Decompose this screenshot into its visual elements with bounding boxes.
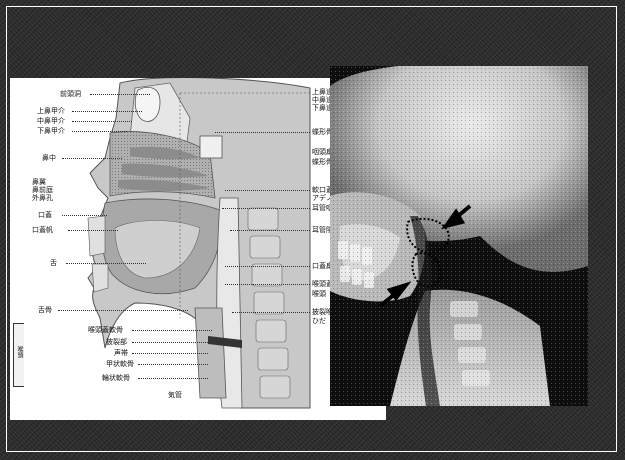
label-arytenoid: 披裂部	[106, 338, 127, 346]
label-inferior-concha: 下鼻甲介	[37, 127, 65, 135]
leader-line	[222, 208, 310, 209]
larynx-bracket: 喉頭	[13, 323, 24, 387]
label-superior-concha: 上鼻甲介	[37, 107, 65, 115]
leader-line	[215, 132, 310, 133]
label-nasal-septum: 鼻中	[42, 154, 56, 162]
leader-line	[58, 310, 188, 311]
leader-line	[90, 94, 150, 95]
label-middle-concha: 中鼻甲介	[37, 117, 65, 125]
label-cricoid-cartilage: 輪状軟骨	[102, 374, 130, 382]
leader-line	[225, 284, 310, 285]
label-thyroid-cartilage: 甲状軟骨	[106, 360, 134, 368]
leader-line	[72, 121, 132, 122]
label-trachea: 気管	[168, 391, 182, 399]
xray-image	[330, 66, 588, 406]
label-nostril: 外鼻孔	[32, 194, 53, 202]
leader-line	[72, 131, 127, 132]
leader-line	[132, 342, 210, 343]
larynx-bracket-label: 喉頭	[15, 346, 24, 358]
leader-line	[225, 266, 310, 267]
leader-line	[225, 190, 310, 191]
leader-line	[132, 353, 208, 354]
leader-line	[132, 330, 212, 331]
label-nasal-vestibule: 鼻前庭	[32, 186, 53, 194]
leader-line	[230, 230, 310, 231]
leader-line	[66, 263, 146, 264]
label-fold: ひだ	[312, 317, 326, 325]
label-epiglottic-cartilage: 喉頭蓋軟骨	[88, 326, 123, 334]
leader-line	[62, 215, 107, 216]
leader-line	[62, 158, 122, 159]
label-hyoid: 舌骨	[38, 306, 52, 314]
label-vocal-cord: 声帯	[114, 349, 128, 357]
leader-line	[138, 364, 208, 365]
label-tongue: 舌	[50, 259, 57, 267]
leader-line	[72, 111, 142, 112]
lateral-xray	[330, 66, 588, 406]
label-larynx-right: 喉頭	[312, 290, 326, 298]
leader-line	[68, 230, 118, 231]
label-frontal-sinus: 前頭洞	[60, 90, 81, 98]
label-palate: 口蓋	[38, 211, 52, 219]
label-soft-palate: 口蓋帆	[32, 226, 53, 234]
label-nasal-ala: 鼻翼	[32, 178, 46, 186]
leader-line	[232, 312, 310, 313]
leader-line	[138, 378, 208, 379]
